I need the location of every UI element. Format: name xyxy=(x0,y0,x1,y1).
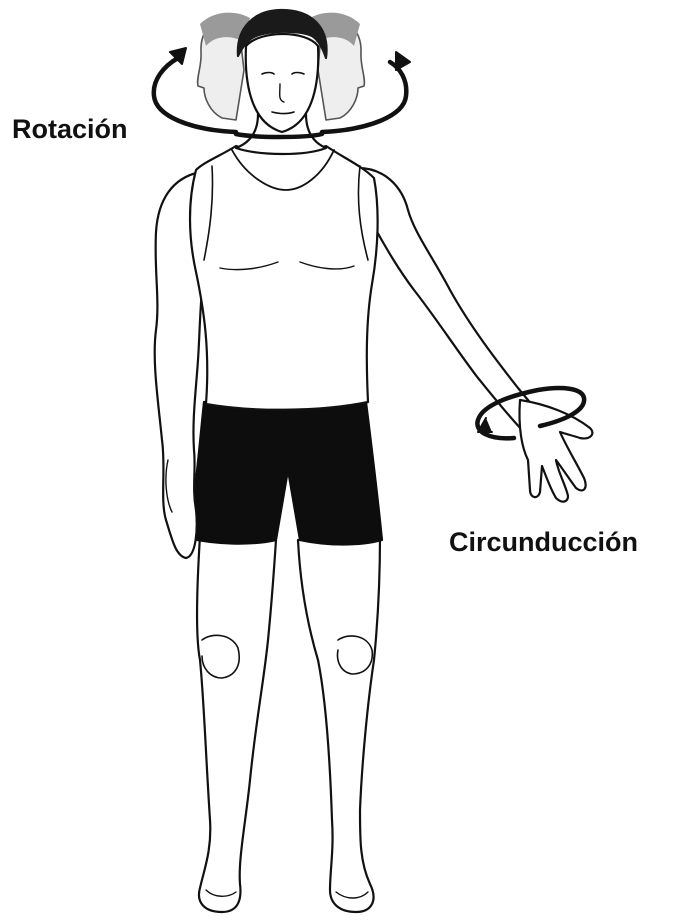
right-arm xyxy=(358,168,592,502)
torso xyxy=(190,146,378,410)
head xyxy=(238,10,327,132)
rotation-label: Rotación xyxy=(12,116,128,143)
rotated-head-left-ghost xyxy=(198,13,250,120)
legs xyxy=(197,536,380,912)
circumduction-label: Circunducción xyxy=(449,529,638,556)
shorts xyxy=(188,402,382,545)
